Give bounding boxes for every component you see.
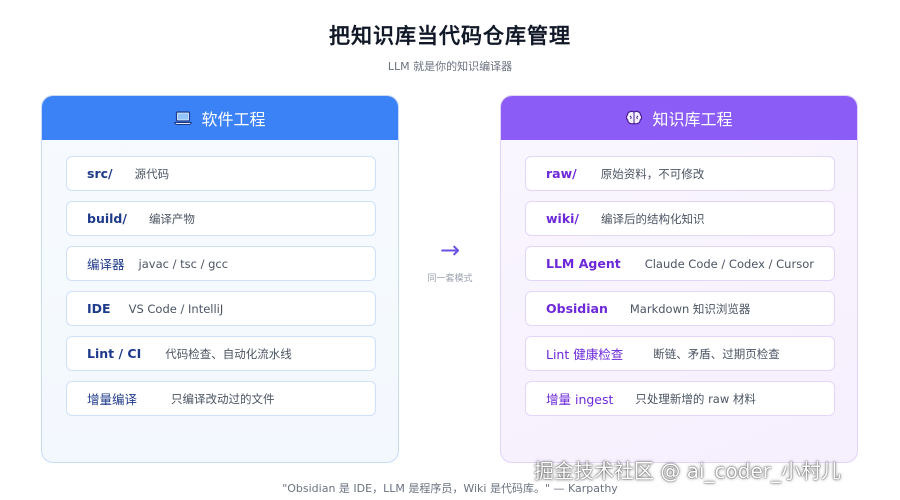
page-subtitle: LLM 就是你的知识编译器 [387,60,513,73]
row-desc: 编译产物 [148,211,195,226]
row-key: Lint / CI [87,346,142,361]
page-title: 把知识库当代码仓库管理 [329,24,571,48]
arrow-right-icon: → [439,236,461,264]
row-key: Obsidian [546,301,608,316]
software-row-lint-ci: Lint / CI 代码检查、自动化流水线 [66,336,376,371]
row-key: Lint 健康检查 [546,347,624,362]
software-row-incremental: 增量编译 只编译改动过的文件 [66,381,376,416]
knowledge-panel-title: 知识库工程 [652,110,733,129]
software-row-src: src/ 源代码 [66,156,376,191]
software-rows: src/ 源代码 build/ 编译产物 编译器 javac / tsc / g… [66,156,376,426]
row-desc: 编译后的结构化知识 [601,211,705,226]
watermark: 掘金技术社区 @ ai_coder_小村儿 [534,459,841,483]
software-row-ide: IDE VS Code / IntelliJ [66,291,376,326]
row-desc: VS Code / IntelliJ [128,301,224,316]
knowledge-row-wiki: wiki/ 编译后的结构化知识 [525,201,835,236]
row-desc: Claude Code / Codex / Cursor [644,256,814,271]
row-desc: 源代码 [134,166,170,181]
row-desc: 只处理新增的 raw 材料 [635,391,756,406]
knowledge-row-obsidian: Obsidian Markdown 知识浏览器 [525,291,835,326]
knowledge-row-lint-health: Lint 健康检查 断链、矛盾、过期页检查 [525,336,835,371]
knowledge-rows: raw/ 原始资料，不可修改 wiki/ 编译后的结构化知识 LLM Agent… [525,156,835,426]
software-row-compiler: 编译器 javac / tsc / gcc [66,246,376,281]
brain-icon [625,109,643,127]
laptop-icon [174,109,193,127]
row-key: wiki/ [546,211,579,226]
knowledge-engineering-panel: 知识库工程 raw/ 原始资料，不可修改 wiki/ 编译后的结构化知识 LLM… [500,95,858,463]
row-key: src/ [87,166,113,181]
knowledge-row-llm-agent: LLM Agent Claude Code / Codex / Cursor [525,246,835,281]
karpathy-quote: "Obsidian 是 IDE，LLM 是程序员，Wiki 是代码库。" — K… [282,482,618,495]
row-desc: 断链、矛盾、过期页检查 [653,346,780,361]
row-desc: 原始资料，不可修改 [600,166,705,181]
row-key: 增量 ingest [546,392,614,407]
software-panel-title: 软件工程 [201,110,266,129]
row-key: raw/ [546,166,577,181]
row-key: IDE [87,301,111,316]
software-row-build: build/ 编译产物 [66,201,376,236]
knowledge-row-incremental-ingest: 增量 ingest 只处理新增的 raw 材料 [525,381,835,416]
row-desc: Markdown 知识浏览器 [629,301,751,316]
row-key: 增量编译 [87,392,138,407]
knowledge-row-raw: raw/ 原始资料，不可修改 [525,156,835,191]
row-key: LLM Agent [546,256,621,271]
row-desc: 代码检查、自动化流水线 [165,346,292,361]
row-key: build/ [87,211,127,226]
knowledge-panel-header: 知识库工程 [501,96,857,140]
software-panel-header: 软件工程 [42,96,398,140]
row-desc: javac / tsc / gcc [138,256,229,271]
row-key: 编译器 [87,257,125,272]
arrow-label: 同一套模式 [427,274,473,284]
software-engineering-panel: 软件工程 src/ 源代码 build/ 编译产物 编译器 javac / ts… [41,95,399,463]
row-desc: 只编译改动过的文件 [171,391,275,406]
